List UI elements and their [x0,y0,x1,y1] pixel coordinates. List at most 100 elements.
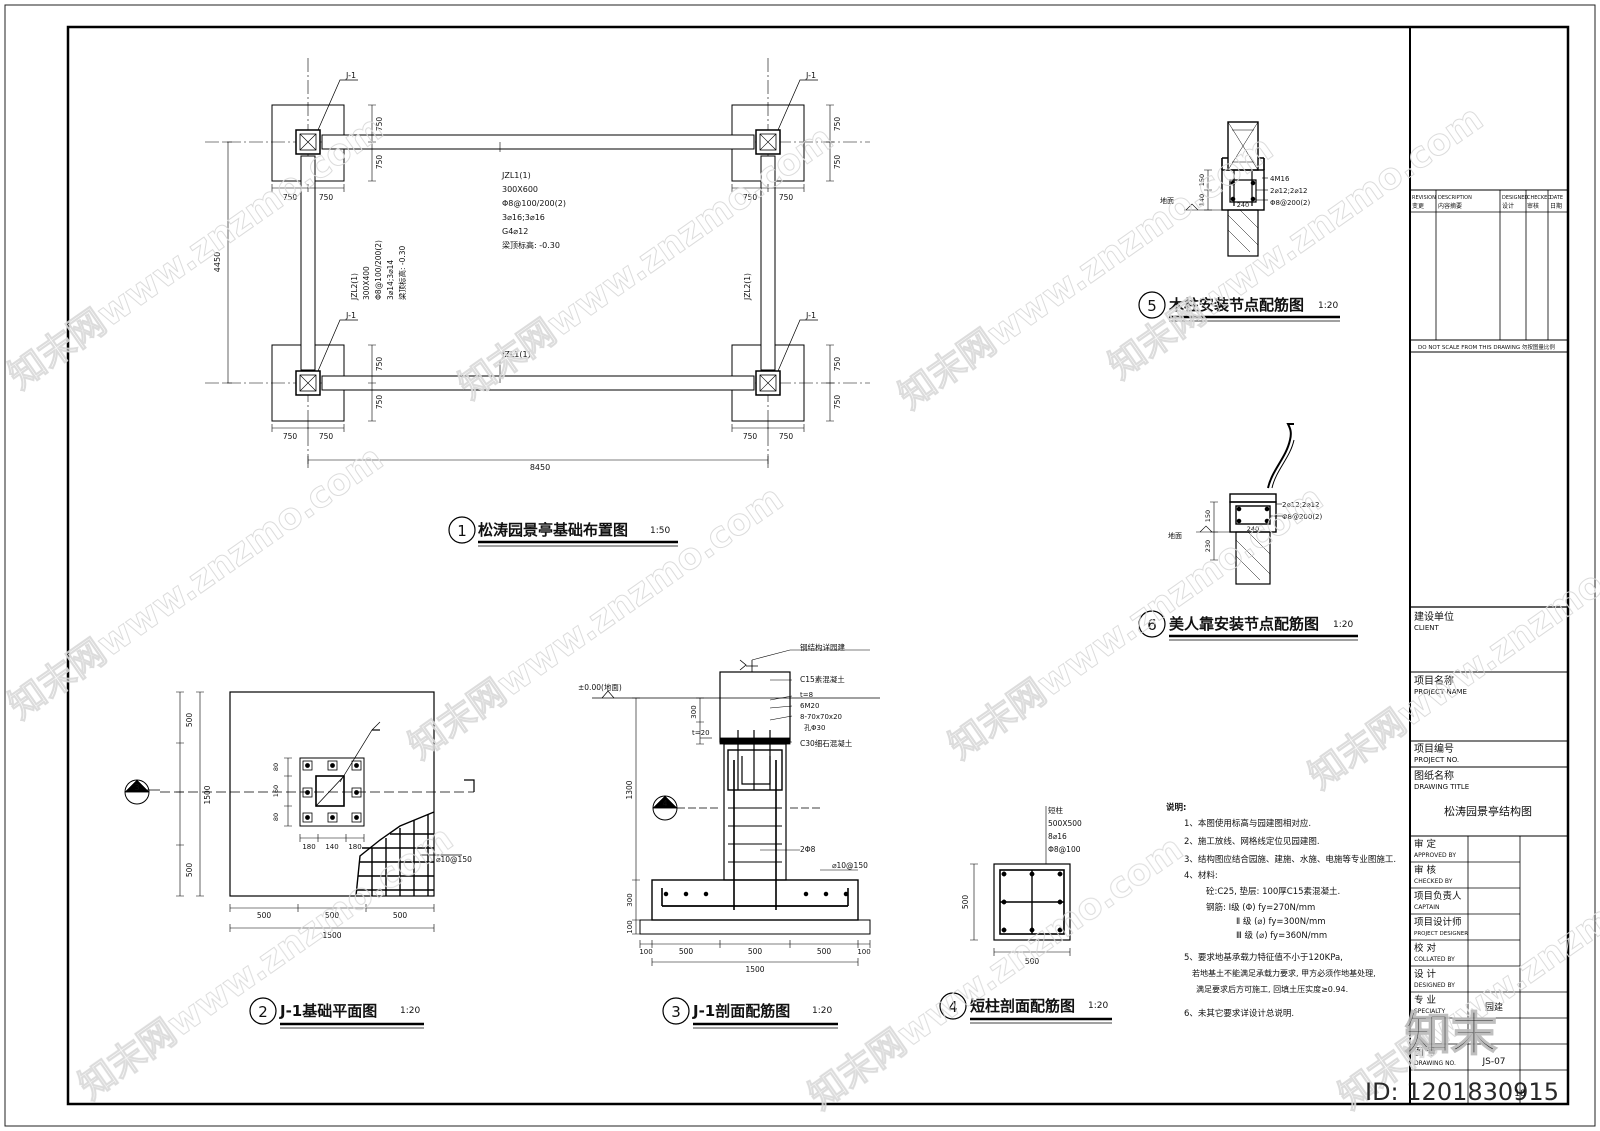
bench-cap [1229,493,1277,503]
dim-300: 300 [690,705,698,718]
dim-150: 150 [1198,174,1206,186]
watermark-text: 知末网www.znzmo.com [2,108,391,398]
beam-jzl1-label: JZL1(1) [501,171,531,180]
plate-note: 8-70x70x20 [800,713,842,721]
note-1: 1、本图使用标高与园建图相对应. [1184,818,1311,829]
view-title: 短柱剖面配筋图 [970,997,1075,1015]
view-title: J-1基础平面图 [279,1002,377,1020]
column-pedestal [299,757,365,827]
tb-project-name-cn: 项目名称 [1414,674,1454,687]
dim-500: 500 [961,895,970,910]
note-4c: Ⅱ 级 (⌀) fy=300N/mm [1236,916,1326,927]
view-title-1: 1 松涛园景亭基础布置图 1:50 [448,516,678,547]
note-4a: 砼:C25, 垫层: 100厚C15素混凝土. [1206,886,1340,897]
dim-750: 750 [779,193,794,202]
steel-note: 钢结构详园建 [800,642,845,652]
view-number: 6 [1147,616,1157,634]
tb-client-en: CLIENT [1414,624,1440,632]
column-cell [755,129,781,155]
bars-label: 2⌀12;2⌀12 [1270,187,1308,195]
dim-750: 750 [833,395,842,410]
tb-checked-cn: 审核 [1527,202,1539,210]
bench-node-labels: 2⌀12;2⌀12 Φ8@200(2) 地面 150 230 240 [1168,501,1323,552]
watermark-text: 知末网www.znzmo.com [802,828,1191,1118]
view-title-4: 4 短柱剖面配筋图 1:20 [939,992,1112,1024]
dim-4450: 4450 [213,252,222,272]
bars-label: 2⌀12;2⌀12 [1282,501,1320,509]
beam-jzl1-side: G4⌀12 [502,227,528,236]
tb-designed-en: DESIGNED [1502,195,1528,201]
m20-note: 6M20 [800,702,819,710]
view-number: 2 [258,1003,268,1021]
dim-100: 100 [626,920,634,933]
dim-750: 750 [319,432,334,441]
tb-specialty-en: SPECIALTY [1414,1008,1445,1015]
watermark-text: 知末网www.znzmo.com [72,818,461,1108]
beam-jzl2-bars: 3⌀14;3⌀14 [386,260,395,300]
general-notes: 说明: 1、本图使用标高与园建图相对应. 2、施工放线、网格线定位见园建图. 3… [1166,802,1396,1019]
view-number-circle [249,997,277,1025]
tb-captain-en: CAPTAIN [1414,904,1439,911]
footing-section-j1 [592,649,880,966]
note-2: 2、施工放线、网格线定位见园建图. [1184,836,1320,847]
c15-note: C15素混凝土 [800,674,845,684]
view-title: J-1剖面配筋图 [692,1002,790,1020]
hole-note: 孔Φ30 [804,724,825,732]
view-number-circle [939,992,967,1020]
tb-drawing-no-en: DRAWING NO. [1414,1060,1456,1067]
tb-specialty-cn: 专 业 [1414,994,1436,1006]
view-scale: 1:20 [400,1006,420,1016]
note-6: 6、未其它要求详设计总说明. [1184,1008,1294,1019]
beam-jzl2-stirrup: Φ8@100/200(2) [374,240,383,300]
blinding-layer [639,919,871,935]
tb-date-en: DATE [1550,195,1563,201]
tb-checked-en: CHECKED [1527,195,1551,201]
beam-jzl1-bottom [321,375,755,391]
ground-label: 地面 [1168,531,1182,540]
bench-back [1267,423,1294,489]
tb-approved-cn: 审 定 [1414,838,1437,850]
watermark-layer: 知末网www.znzmo.com 知末网www.znzmo.com 知末网www… [1,97,1600,1118]
dim-180: 180 [302,843,315,851]
foundation-layout-labels: J-1 J-1 J-1 J-1 750 750 750 750 750 750 … [213,71,842,472]
outer-border [4,4,1596,1127]
dim-240: 240 [1247,525,1259,533]
view-number: 3 [671,1003,681,1021]
view-number: 5 [1147,297,1157,315]
tb-client-cn: 建设单位 [1414,610,1454,623]
view-number: 4 [948,998,958,1016]
footing-outline [229,691,435,897]
dim-500: 500 [1025,957,1040,966]
dim-500: 500 [325,911,340,920]
beam-jzl1-size: 300X600 [502,185,538,194]
foundation-layout-plan [205,58,870,470]
tb-checked-by-cn: 审 核 [1414,864,1437,876]
note-5: 5、要求地基承载力特征值不小于120KPa, [1184,952,1343,963]
tb-designed-by-en: DESIGNED BY [1414,982,1455,989]
dim-8450: 8450 [530,463,550,472]
dim-1500: 1500 [322,931,341,940]
dim-500: 500 [185,713,194,728]
view-title: 美人靠安装节点配筋图 [1169,615,1319,633]
dim-150: 150 [1204,510,1212,522]
section-mark-number: 3 [134,783,139,792]
dim-750: 750 [375,155,384,170]
footing-plan-j1 [124,691,475,932]
title-block: REVISION 变更 DESCRIPTION 内容摘要 DESIGNED 设计… [1409,27,1568,1104]
column-cell [295,370,321,396]
stirrup-label: Φ8@200(2) [1282,513,1323,521]
note-4b: 钢筋: Ⅰ级 (Φ) fy=270N/mm [1206,902,1315,913]
tb-drawing-title-en: DRAWING TITLE [1414,783,1469,791]
tb-sheet-value: 18 [1514,1089,1526,1099]
tb-drawing-title-cn: 图纸名称 [1414,769,1454,782]
tb-specialty-value: 园建 [1485,1001,1503,1013]
bench-node [1196,423,1295,585]
dim-750: 750 [375,357,384,372]
bolt-label: 4M16 [1270,175,1290,183]
short-column-bars: 8⌀16 [1048,832,1067,841]
tb-drawing-no-cn: 图 号 [1414,1047,1436,1058]
short-column-size: 500X500 [1048,819,1082,828]
footing-body [651,879,859,921]
dim-750: 750 [283,193,298,202]
view-scale: 1:20 [1333,620,1353,630]
